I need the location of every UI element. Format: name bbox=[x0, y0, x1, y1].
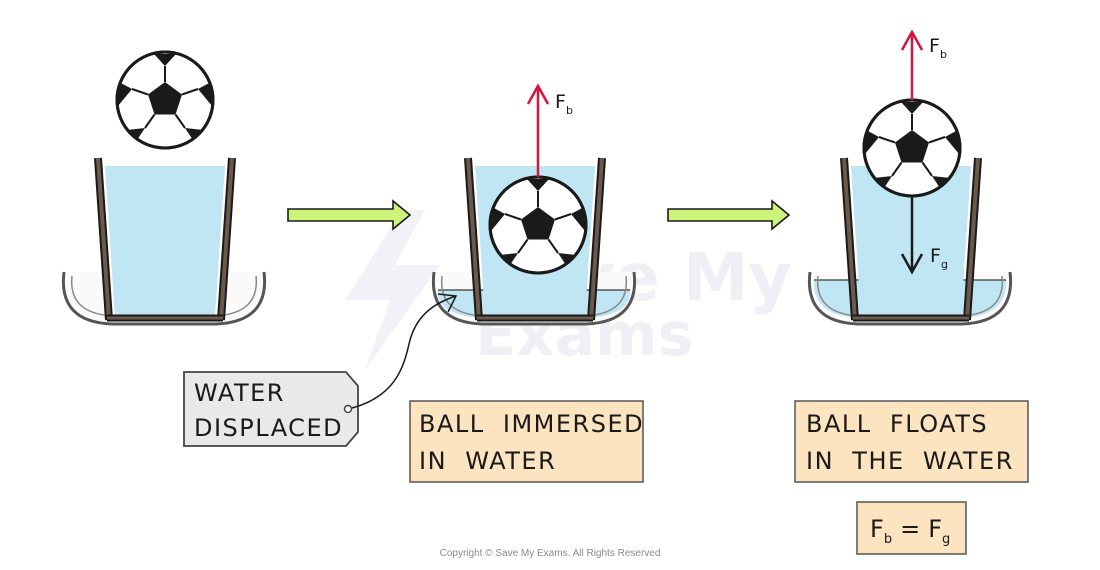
ball-immersed-line1: BALL IMMERSED bbox=[419, 410, 644, 438]
soccer-ball-icon bbox=[488, 175, 588, 275]
equation-box: Fb=Fg bbox=[856, 501, 967, 555]
pointer-line bbox=[351, 295, 457, 409]
buoyancy-force-arrow bbox=[526, 83, 550, 177]
soccer-ball-icon bbox=[115, 50, 215, 150]
buoyancy-force-arrow bbox=[900, 29, 924, 100]
water-displaced-line2: DISPLACED bbox=[194, 414, 343, 442]
equation: Fb=Fg bbox=[870, 515, 950, 547]
soccer-ball-icon bbox=[862, 98, 962, 198]
gravity-force-arrow bbox=[900, 196, 924, 275]
water-displaced-line1: WATER bbox=[194, 379, 285, 407]
ball-floats-box: BALL FLOATS IN THE WATER bbox=[794, 400, 1029, 483]
water bbox=[105, 166, 225, 316]
water-displaced-tag: WATER DISPLACED bbox=[183, 293, 458, 447]
progress-arrow-2 bbox=[667, 199, 791, 231]
stage-1-full-glass bbox=[61, 50, 267, 326]
progress-arrow-1 bbox=[287, 199, 412, 231]
ball-immersed-line2: IN WATER bbox=[419, 447, 556, 475]
ball-floats-line2: IN THE WATER bbox=[806, 447, 1014, 475]
stage-2-ball-immersed: Fb bbox=[431, 83, 637, 326]
gravity-force-label: Fg bbox=[930, 245, 948, 271]
stage-3-ball-floats: Fb Fg bbox=[807, 29, 1013, 326]
copyright-text: Copyright © Save My Exams. All Rights Re… bbox=[440, 548, 661, 559]
buoyancy-force-label: Fb bbox=[555, 91, 573, 117]
ball-floats-line1: BALL FLOATS bbox=[806, 410, 988, 438]
buoyancy-force-label: Fb bbox=[929, 35, 947, 61]
ball-immersed-box: BALL IMMERSED IN WATER bbox=[409, 400, 644, 483]
